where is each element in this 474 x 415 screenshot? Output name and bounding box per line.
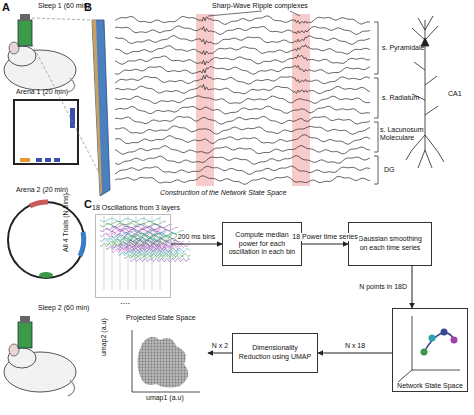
lfp-traces bbox=[115, 16, 370, 184]
panel-letter: C bbox=[84, 198, 92, 211]
oscillation-panel bbox=[100, 216, 190, 290]
panel-letter: A bbox=[2, 1, 10, 14]
projected-plot: Projected State Space bbox=[116, 316, 208, 396]
text-label: Construction of the Network State Space bbox=[160, 189, 286, 197]
flow-arrow bbox=[208, 353, 232, 354]
process-box: Dimensionality Reduction using UMAP bbox=[232, 333, 318, 373]
edge-label: N x 2 bbox=[211, 342, 229, 350]
node-heading: 18 Oscillations from 3 layers bbox=[92, 204, 180, 211]
text-label: CA1 bbox=[448, 90, 462, 98]
node-text: Network State Space bbox=[397, 382, 463, 389]
oscillation-panel: 18 Oscillations from 3 layers bbox=[95, 214, 171, 298]
sleeping-mouse bbox=[4, 14, 76, 92]
state-space-plot bbox=[398, 316, 460, 382]
text-label: umap2 (a.u) bbox=[100, 318, 108, 356]
projected-plot bbox=[132, 330, 200, 392]
text-label: s. Pyramidale bbox=[382, 44, 424, 52]
text-label: Sleep 2 (60 min) bbox=[38, 304, 89, 312]
pyramidal-neuron bbox=[406, 16, 444, 168]
circular-arena bbox=[8, 202, 84, 278]
flow-arrow bbox=[412, 266, 413, 308]
state-space-box: Network State Space bbox=[392, 308, 468, 392]
flow-arrow bbox=[171, 244, 222, 245]
edge-label: 18 Power time series bbox=[291, 233, 358, 241]
text-label: umap1 (a.u) bbox=[146, 394, 184, 402]
text-label: s. Radiatum bbox=[382, 94, 419, 102]
sleeping-mouse bbox=[4, 316, 76, 396]
text-label: Arena 2 (20 min) bbox=[16, 186, 68, 194]
node-text: Compute median power for each oscillatio… bbox=[228, 231, 296, 257]
process-box: Gaussian smoothing on each time series bbox=[348, 222, 432, 266]
text-label: Arena 1 (20 min) bbox=[16, 88, 68, 96]
flow-arrow bbox=[318, 353, 392, 354]
text-label: s. Lacunosum Moleculare bbox=[380, 126, 424, 142]
text-label: DG bbox=[384, 166, 395, 174]
text-label: All 4 Trials (N bins) bbox=[62, 193, 70, 252]
edge-label: N points in 18D bbox=[358, 283, 408, 291]
node-text: Dimensionality Reduction using UMAP bbox=[238, 344, 312, 362]
node-heading: Projected State Space bbox=[126, 314, 196, 321]
ripple-highlight bbox=[196, 14, 214, 186]
text-label: Sleep 1 (60 min) bbox=[38, 2, 89, 10]
edge-label: N x 18 bbox=[344, 342, 366, 350]
process-box: Compute median power for each oscillatio… bbox=[222, 222, 302, 266]
node-text: Gaussian smoothing on each time series bbox=[354, 235, 426, 253]
edge-label: 200 ms bins bbox=[177, 233, 217, 241]
silicon-probe bbox=[92, 20, 110, 196]
text-label: Sharp-Wave Ripple complexes bbox=[212, 2, 308, 10]
flow-arrow bbox=[302, 244, 348, 245]
square-arena bbox=[14, 100, 78, 164]
